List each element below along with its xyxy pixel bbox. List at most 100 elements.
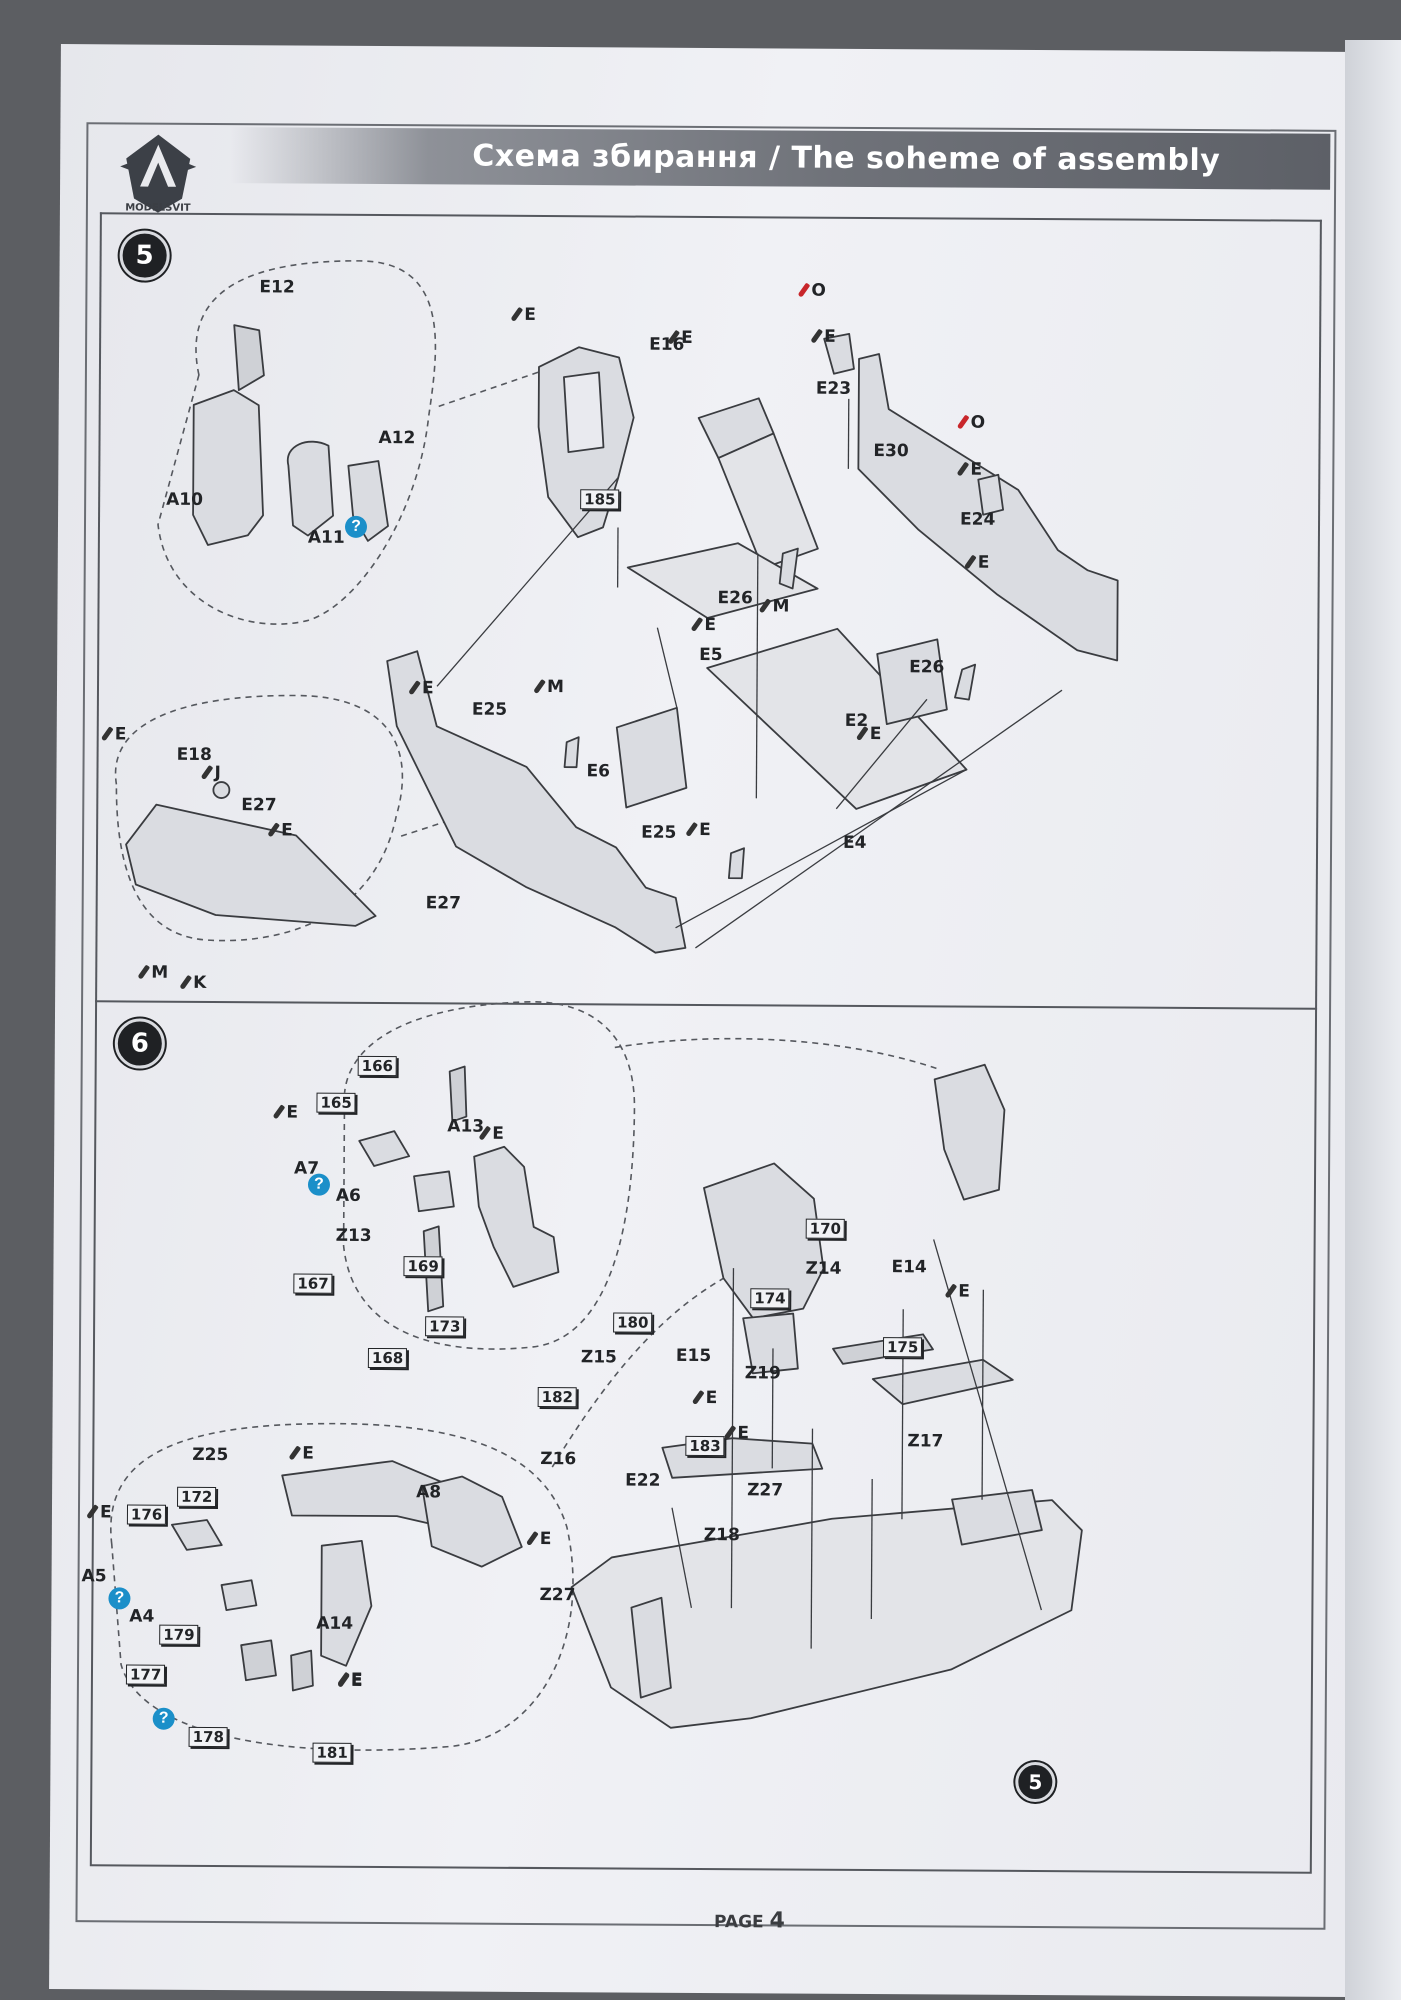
part-label-E18: E18: [176, 744, 212, 765]
pe-part-185: 185: [580, 489, 620, 510]
info-icon: ?: [307, 1173, 331, 1196]
paint-code-E: E: [690, 615, 716, 635]
part-label-E12: E12: [259, 277, 295, 298]
info-icon: ?: [344, 515, 368, 538]
part-label-E27: E27: [241, 795, 277, 816]
pe-part-166: 166: [357, 1055, 398, 1077]
pe-part-167: 167: [293, 1273, 333, 1294]
next-page-edge: [1345, 40, 1401, 2000]
modelsvit-logo: [120, 134, 197, 213]
paint-code-E: E: [510, 305, 536, 325]
part-label-A14: A14: [316, 1613, 354, 1634]
paint-code-M: M: [533, 677, 564, 697]
part-label-A12: A12: [378, 427, 416, 449]
callout-seat-detail: [157, 260, 437, 625]
part-label-Z15: Z15: [580, 1347, 617, 1368]
info-icon: ?: [152, 1707, 175, 1730]
pe-part-179: 179: [159, 1624, 199, 1645]
pe-part-176: 176: [126, 1504, 167, 1525]
paint-code-E: E: [408, 678, 434, 698]
instruction-sheet: Схема збирання / The soheme of assembly …: [49, 44, 1361, 1997]
pe-part-182: 182: [537, 1386, 578, 1408]
pe-part-170: 170: [805, 1218, 846, 1239]
pe-part-173: 173: [425, 1316, 465, 1337]
page-number: 4: [769, 1908, 785, 1934]
callout-link-1: [438, 371, 540, 408]
part-label-Z27: Z27: [539, 1584, 576, 1606]
part-label-E26: E26: [909, 657, 945, 678]
callout-canopy-detail: [110, 1422, 574, 1751]
part-label-Z27: Z27: [747, 1480, 784, 1501]
paint-code-E: E: [810, 327, 836, 347]
paint-code-E: E: [272, 1102, 298, 1123]
paint-code-M: M: [137, 963, 168, 983]
part-label-Z18: Z18: [703, 1525, 740, 1546]
paint-code-O: O: [956, 413, 985, 433]
paint-code-E: E: [100, 724, 126, 744]
callout-link-3: [614, 1037, 940, 1071]
paint-code-E: E: [855, 724, 881, 744]
part-label-Z14: Z14: [805, 1258, 842, 1279]
paint-code-E: E: [478, 1124, 504, 1144]
paint-code-O: O: [797, 281, 826, 301]
part-label-E27: E27: [425, 893, 462, 914]
callout-console-detail: [114, 694, 404, 942]
part-label-E30: E30: [873, 441, 909, 462]
pe-part-180: 180: [613, 1312, 653, 1333]
paint-code-E: E: [956, 460, 982, 480]
paint-code-E: E: [86, 1502, 112, 1522]
part-label-E14: E14: [891, 1257, 927, 1278]
page-footer: PAGE 4: [649, 1908, 849, 1934]
paint-code-E: E: [685, 820, 711, 840]
part-label-A10: A10: [166, 489, 204, 510]
paint-code-E: E: [667, 328, 693, 348]
part-label-A5: A5: [81, 1566, 107, 1587]
part-label-E6: E6: [586, 761, 611, 782]
step-reference-badge: 5: [1015, 1761, 1056, 1803]
paint-code-E: E: [963, 553, 989, 573]
pe-part-177: 177: [125, 1664, 166, 1685]
paint-code-K: K: [179, 973, 206, 993]
part-label-Z13: Z13: [335, 1225, 372, 1246]
callout-panel-detail: [342, 1001, 636, 1350]
part-label-E25: E25: [641, 822, 677, 843]
pe-part-181: 181: [312, 1742, 352, 1763]
pe-part-165: 165: [316, 1092, 356, 1113]
part-label-E22: E22: [625, 1470, 661, 1491]
info-icon: ?: [108, 1587, 131, 1610]
pe-part-174: 174: [750, 1288, 790, 1309]
part-label-E23: E23: [815, 378, 852, 399]
paint-code-E: E: [267, 820, 293, 840]
part-label-E24: E24: [959, 509, 996, 530]
part-label-E15: E15: [675, 1345, 712, 1367]
paint-code-E: E: [723, 1423, 749, 1443]
pe-part-168: 168: [367, 1347, 408, 1369]
part-label-E25: E25: [471, 699, 508, 720]
part-label-Z16: Z16: [540, 1449, 577, 1470]
paint-code-J: J: [200, 763, 221, 783]
part-label-E5: E5: [699, 644, 723, 666]
pe-part-183: 183: [685, 1435, 725, 1457]
part-label-Z25: Z25: [192, 1444, 229, 1466]
pe-part-172: 172: [177, 1486, 217, 1508]
part-label-E4: E4: [843, 832, 867, 853]
page-label: PAGE: [713, 1912, 764, 1933]
paint-code-E: E: [525, 1529, 552, 1549]
paint-code-E: E: [337, 1670, 363, 1690]
part-label-Z19: Z19: [744, 1363, 781, 1384]
paint-code-E: E: [691, 1388, 717, 1408]
callout-link-2: [400, 810, 477, 837]
part-label-A13: A13: [447, 1116, 485, 1137]
part-label-A8: A8: [416, 1482, 442, 1503]
part-label-A4: A4: [129, 1606, 155, 1627]
pe-part-178: 178: [188, 1726, 228, 1748]
paint-code-M: M: [758, 596, 789, 617]
paint-code-E: E: [944, 1281, 970, 1302]
part-label-A11: A11: [307, 527, 345, 548]
pe-part-175: 175: [882, 1337, 923, 1358]
pe-part-169: 169: [403, 1256, 443, 1277]
paint-code-E: E: [288, 1443, 314, 1464]
part-label-E26: E26: [717, 588, 753, 609]
part-label-A6: A6: [335, 1185, 361, 1206]
part-label-Z17: Z17: [907, 1431, 944, 1452]
